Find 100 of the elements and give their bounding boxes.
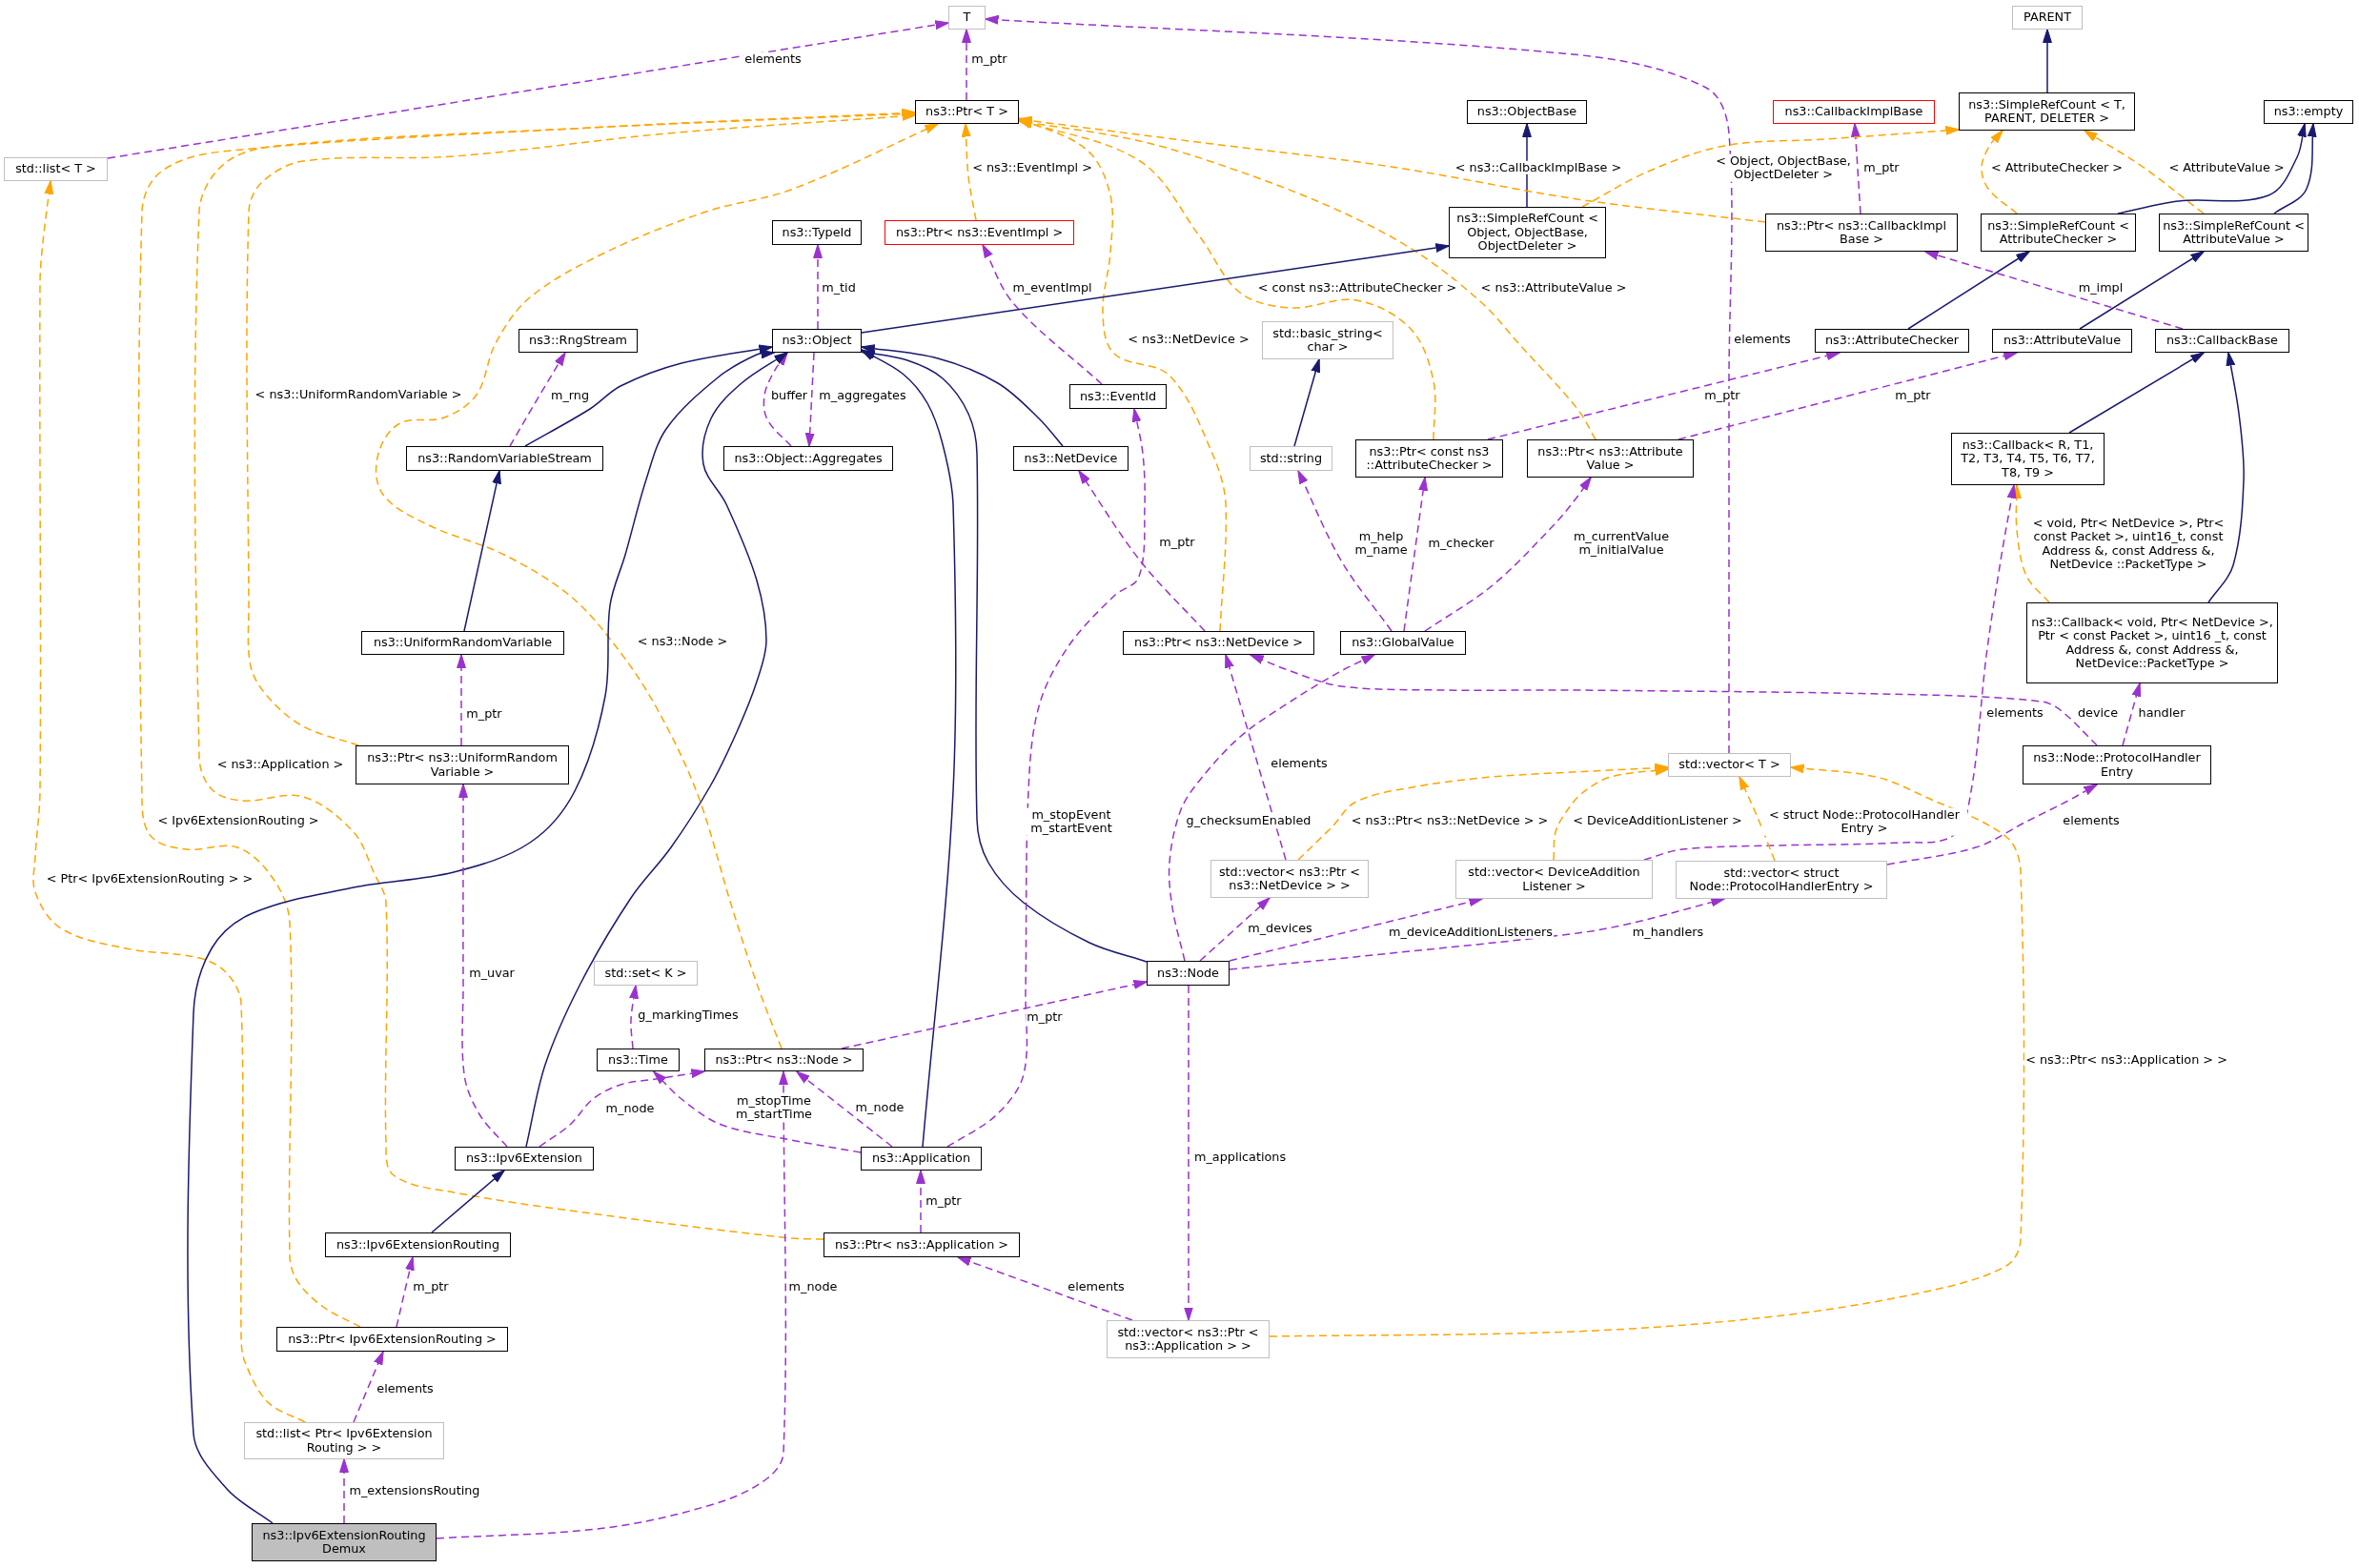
dashed-arrow	[2122, 682, 2142, 746]
class-box: ns3::Node::ProtocolHandler Entry	[2023, 745, 2211, 784]
class-box: ns3::Ipv6ExtensionRouting	[325, 1232, 511, 1257]
dashed-arrow	[1739, 776, 1776, 862]
dashed-arrow	[1678, 351, 2018, 440]
class-box: ns3::Node	[1147, 961, 1230, 986]
dashed-arrow	[1924, 251, 2184, 330]
dashed-arrow	[629, 985, 639, 1049]
class-box: ns3::Time	[597, 1049, 680, 1072]
class-box: ns3::Ptr< ns3::UniformRandom Variable >	[356, 745, 569, 784]
class-box: PARENT	[2012, 6, 2083, 30]
edge-label: m_node	[854, 1100, 905, 1115]
arrow	[861, 349, 957, 1148]
dashed-arrow	[962, 29, 971, 101]
class-box: ns3::UniformRandomVariable	[361, 631, 564, 655]
dashed-arrow	[1018, 117, 1228, 632]
class-box: ns3::CallbackImplBase	[1773, 100, 1935, 124]
edge-label: m_deviceAdditionListeners	[1388, 925, 1554, 940]
class-box: ns3::AttributeValue	[1992, 329, 2132, 353]
class-box: std::vector< struct Node::ProtocolHandlerEntry >	[1676, 861, 1887, 899]
edge-label: m_ptr	[1026, 1009, 1064, 1025]
class-box: ns3::SimpleRefCount < AttributeChecker >	[1981, 214, 2136, 252]
edge-label: m_ptr	[1703, 388, 1741, 403]
arrow	[431, 1170, 505, 1233]
edge-label: m_handlers	[1631, 925, 1705, 940]
class-box: std::list< T >	[4, 157, 108, 181]
class-box: T	[948, 6, 986, 30]
dashed-arrow	[957, 1256, 1133, 1321]
dashed-arrow	[2084, 130, 2205, 214]
dashed-arrow	[457, 654, 466, 746]
edge-label: m_applications	[1192, 1150, 1288, 1165]
dashed-arrow	[32, 180, 306, 1423]
class-box: ns3::ObjectBase	[1467, 100, 1587, 124]
arrow	[1293, 358, 1320, 447]
dashed-arrow	[1229, 897, 1725, 970]
arrow	[2043, 29, 2052, 93]
dashed-arrow	[946, 408, 1146, 1148]
dashed-arrow	[1581, 126, 1960, 208]
arrow	[2273, 123, 2317, 214]
edge-label: < ns3::EventImpl >	[971, 160, 1093, 175]
dashed-arrow	[539, 1069, 705, 1148]
dashed-arrow	[1229, 897, 1483, 962]
class-box: ns3::Ipv6ExtensionRouting Demux	[252, 1523, 437, 1561]
dashed-arrow	[1225, 654, 1287, 861]
dashed-arrow	[1643, 484, 2017, 861]
class-box: ns3::Application	[861, 1147, 982, 1171]
edge-label: m_tid	[821, 280, 857, 295]
dashed-arrow	[1886, 784, 2098, 865]
dashed-arrow	[1297, 763, 1669, 861]
dashed-arrow	[813, 244, 823, 330]
dashed-arrow	[1981, 130, 2018, 214]
edge-label: m_ptr	[1862, 160, 1901, 175]
edge-label: m_checker	[1427, 536, 1495, 551]
edge-label: m_ptr	[1158, 535, 1196, 550]
class-box: ns3::Callback< void, Ptr< NetDevice >, Ptr < const Packet >, uint16 _t, const Address &, const Address &, NetDevice::PacketType >	[2026, 602, 2278, 683]
arrow	[2068, 352, 2205, 434]
arrow	[861, 344, 1064, 447]
class-box: std::list< Ptr< Ipv6Extension Routing > >	[244, 1422, 444, 1459]
arrow	[861, 349, 1148, 963]
edge-label: m_ptr	[970, 51, 1008, 67]
dashed-arrow	[1018, 118, 1596, 440]
arrow	[2079, 251, 2205, 330]
dashed-arrow	[653, 1070, 862, 1153]
class-box: ns3::Ptr< ns3::NetDevice >	[1123, 631, 1314, 655]
edge-label: m_eventImpl	[1011, 280, 1093, 295]
dashed-arrow	[1424, 477, 1592, 632]
edge-label: g_checksumEnabled	[1185, 813, 1312, 828]
dashed-arrow	[916, 1170, 925, 1233]
dashed-arrow	[1850, 123, 1861, 214]
class-box: ns3::Ptr< Ipv6ExtensionRouting >	[276, 1327, 508, 1352]
class-box: ns3::GlobalValue	[1340, 631, 1466, 655]
class-box: std::vector< T >	[1668, 753, 1791, 777]
class-box: ns3::Ptr< const ns3 ::AttributeChecker >	[1355, 439, 1503, 478]
arrow	[2117, 123, 2307, 214]
edge-label: m_node	[787, 1279, 839, 1294]
class-box: std::vector< ns3::Ptr < ns3::Application > >	[1107, 1320, 1270, 1358]
dashed-arrow	[763, 352, 792, 447]
edge-label: m_ptr	[1894, 388, 1932, 403]
arrow	[525, 352, 788, 1148]
dashed-arrow	[1168, 654, 1375, 962]
dashed-arrow	[509, 352, 566, 447]
edge-label: m_extensionsRouting	[348, 1483, 481, 1498]
edge-label: < Ipv6ExtensionRouting >	[156, 813, 320, 828]
class-box: ns3::TypeId	[772, 220, 862, 245]
class-box: ns3::Ptr< ns3::Attribute Value >	[1527, 439, 1694, 478]
class-box: ns3::CallbackBase	[2155, 329, 2289, 353]
class-box: ns3::Object	[772, 329, 862, 353]
class-box: ns3::RandomVariableStream	[406, 446, 603, 471]
class-box: ns3::Object::Aggregates	[723, 446, 893, 471]
dashed-arrow	[796, 1070, 893, 1148]
edge-label: < ns3::Ptr< ns3::Application > >	[2024, 1052, 2228, 1068]
class-box: ns3::RngStream	[519, 329, 638, 353]
dashed-arrow	[804, 352, 815, 447]
edge-label: m_devices	[1247, 921, 1313, 936]
dashed-arrow	[1269, 764, 2025, 1337]
dashed-arrow	[1184, 985, 1193, 1321]
edge-label: m_aggregates	[818, 388, 907, 403]
dashed-arrow	[107, 20, 949, 159]
edge-label: < struct Node::ProtocolHandler Entry >	[1761, 807, 1967, 836]
dashed-arrow	[841, 980, 1148, 1049]
